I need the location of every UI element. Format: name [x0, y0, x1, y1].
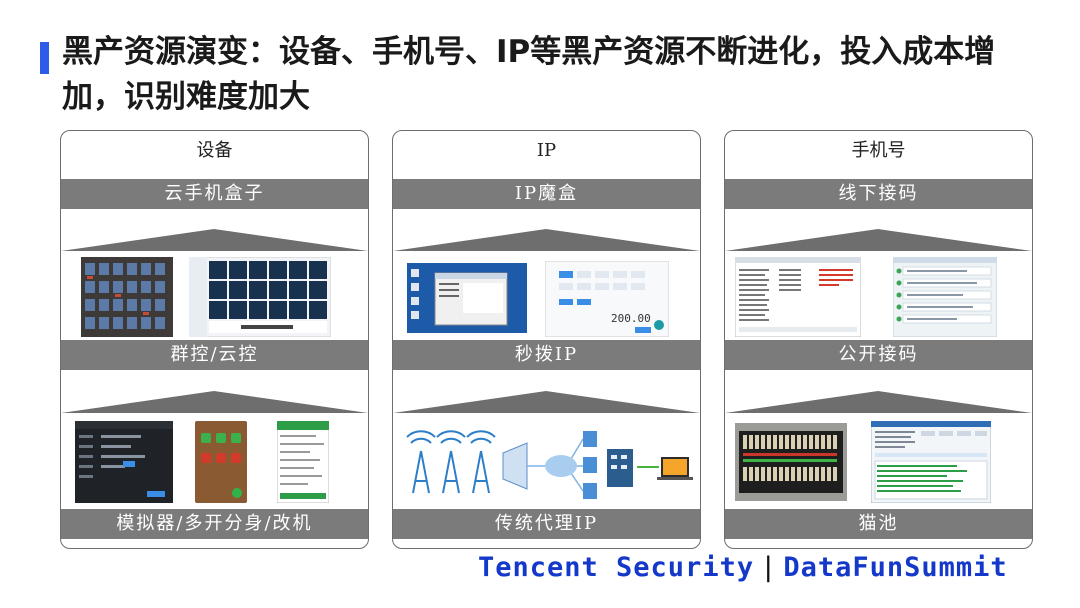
emulator-settings-screenshot [75, 421, 173, 503]
pyramid-divider [61, 391, 368, 413]
column-phone-number: 手机号 线下接码 公开接码 [724, 130, 1033, 549]
cloud-control-grid-screenshot [189, 257, 331, 337]
level-band: 猫池 [725, 509, 1032, 539]
shots-row [725, 257, 1032, 337]
device-modifier-app-screenshot [277, 421, 329, 503]
brand-footer: Tencent Security|DataFunSummit [478, 552, 1008, 583]
level-band: 云手机盒子 [61, 179, 368, 209]
pyramid-divider [393, 229, 700, 251]
column-device: 设备 云手机盒子 群控/云控 [60, 130, 369, 549]
pyramid-divider [725, 229, 1032, 251]
shots-row [393, 421, 700, 501]
column-ip: IP IP魔盒 200.00 秒拨IP [392, 130, 701, 549]
cat-pool-software-screenshot [871, 421, 991, 503]
public-code-site-screenshot [893, 257, 997, 337]
column-header: 手机号 [851, 140, 906, 161]
level-band: IP魔盒 [393, 179, 700, 209]
column-header: IP [536, 140, 557, 161]
level-band: 公开接码 [725, 340, 1032, 370]
cloud-phone-box-photo [81, 257, 173, 337]
brand-tencent-security: Tencent Security [478, 552, 755, 583]
shots-row [61, 421, 368, 503]
ip-box-desktop-screenshot [407, 263, 527, 333]
offline-code-receiving-screenshot [735, 257, 861, 337]
brand-datafunsummit: DataFunSummit [783, 552, 1008, 583]
title-accent-bar [40, 42, 49, 74]
level-band: 秒拨IP [393, 340, 700, 370]
multi-open-phone-screenshot [195, 421, 247, 503]
level-band: 模拟器/多开分身/改机 [61, 509, 368, 539]
column-header: 设备 [196, 140, 233, 161]
pyramid-divider [393, 391, 700, 413]
proxy-network-diagram [406, 430, 693, 499]
level-band: 群控/云控 [61, 340, 368, 370]
level-band: 传统代理IP [393, 509, 700, 539]
instant-dial-app-screenshot: 200.00 [545, 261, 669, 337]
brand-separator: | [760, 552, 778, 583]
cat-pool-hardware-photo [735, 423, 847, 501]
shots-row [61, 257, 368, 337]
pyramid-divider [61, 229, 368, 251]
page-title: 黑产资源演变：设备、手机号、IP等黑产资源不断进化，投入成本增加，识别难度加大 [62, 34, 996, 115]
pyramid-divider [725, 391, 1032, 413]
shots-row: 200.00 [393, 257, 700, 337]
amount-display: 200.00 [611, 312, 651, 325]
level-band: 线下接码 [725, 179, 1032, 209]
shots-row [725, 421, 1032, 503]
